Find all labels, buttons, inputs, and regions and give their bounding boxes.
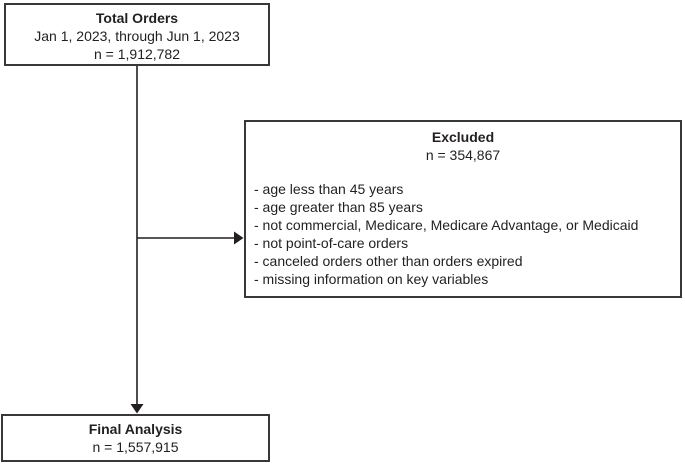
final-analysis-count: n = 1,557,915 — [92, 439, 179, 455]
final-analysis-title: Final Analysis — [88, 421, 183, 437]
arrow-right-icon — [234, 231, 244, 245]
excluded-title: Excluded — [431, 129, 495, 145]
total-orders-box: Total Orders Jan 1, 2023, through Jun 1,… — [4, 3, 270, 66]
exclusion-item: - missing information on key variables — [254, 271, 489, 287]
excluded-count: n = 354,867 — [425, 147, 501, 163]
exclusion-item: - age greater than 85 years — [254, 199, 423, 215]
exclusion-item: - not commercial, Medicare, Medicare Adv… — [254, 217, 639, 233]
excluded-box: Excluded n = 354,867 - age less than 45 … — [244, 120, 682, 298]
arrow-down-icon — [130, 404, 144, 414]
exclusion-item: - not point-of-care orders — [254, 235, 409, 251]
total-orders-date-range: Jan 1, 2023, through Jun 1, 2023 — [34, 28, 240, 44]
total-orders-title: Total Orders — [95, 10, 179, 26]
final-analysis-box: Final Analysis n = 1,557,915 — [1, 414, 270, 462]
excluded-header: Excluded n = 354,867 — [254, 128, 672, 164]
exclusion-item: - age less than 45 years — [254, 181, 404, 197]
exclusion-criteria-list: - age less than 45 years - age greater t… — [254, 180, 672, 288]
total-orders-count: n = 1,912,782 — [93, 46, 181, 62]
exclusion-item: - canceled orders other than orders expi… — [254, 253, 523, 269]
